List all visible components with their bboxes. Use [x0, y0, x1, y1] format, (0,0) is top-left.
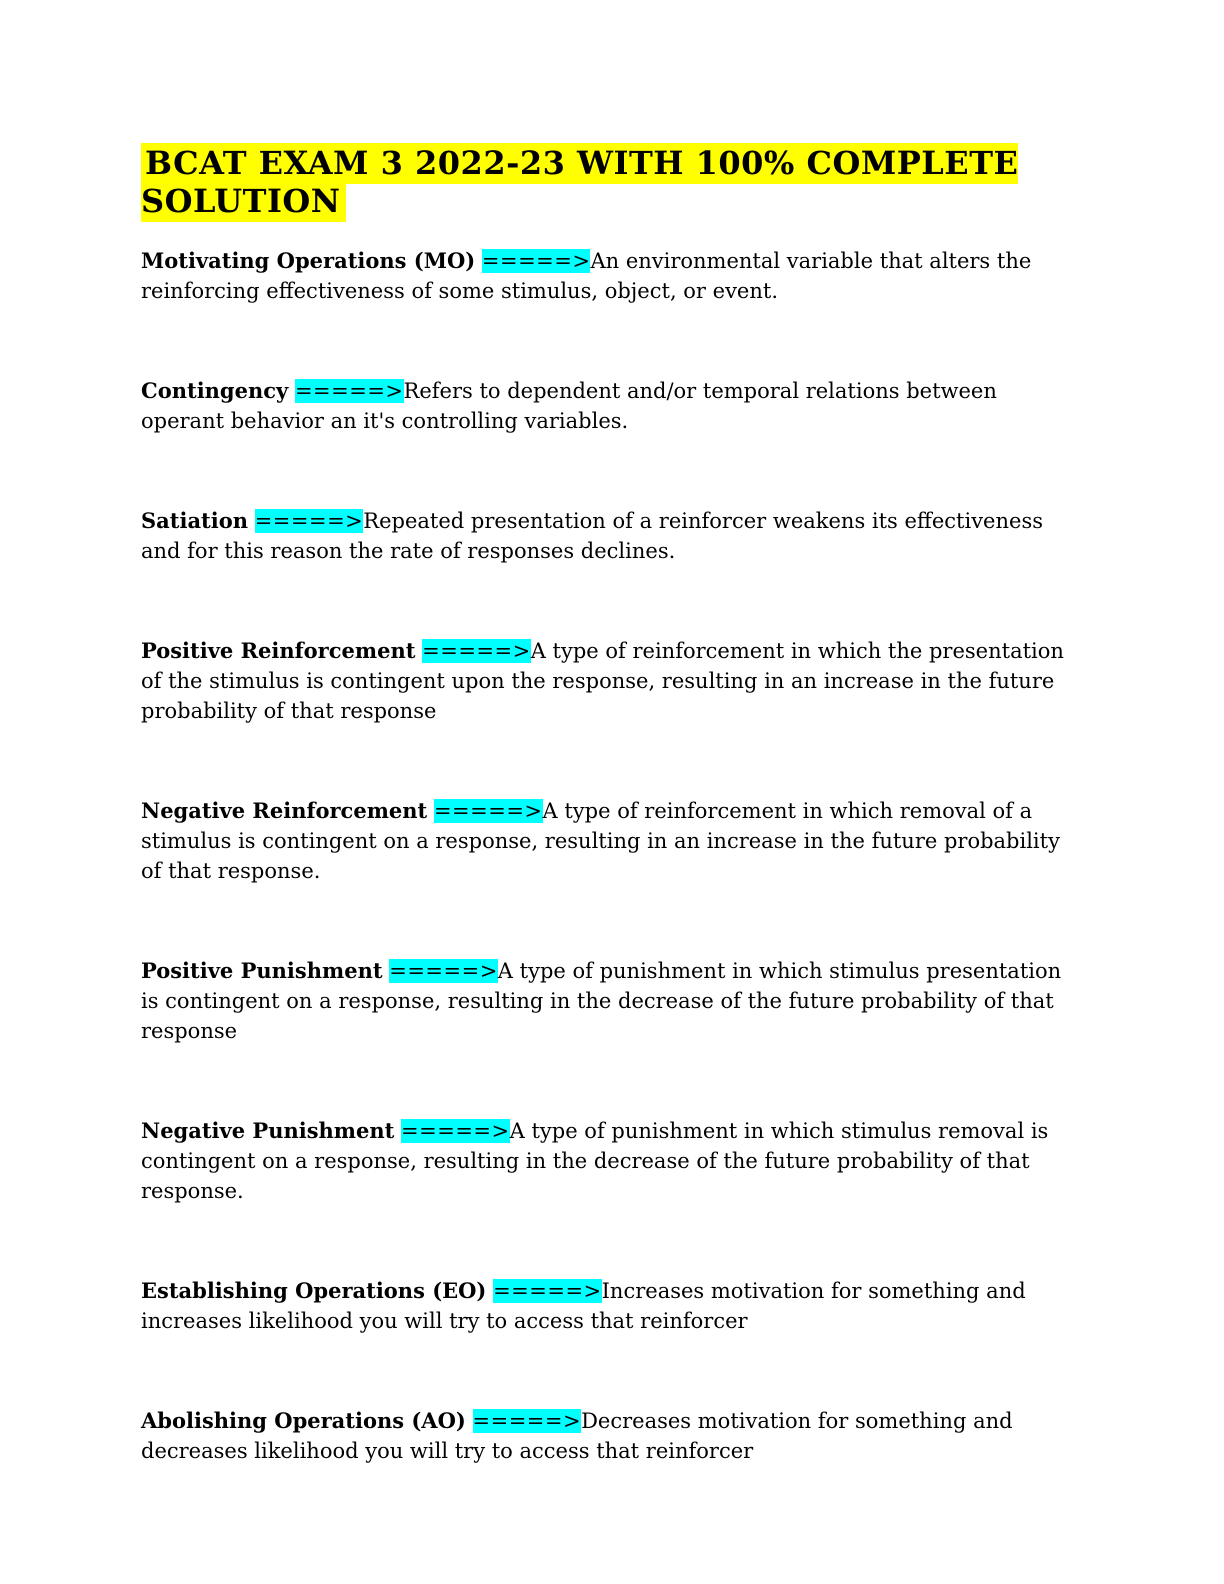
flashcard-entry: Contingency =====>Refers to dependent an… [141, 376, 1081, 436]
term-label: Satiation [141, 508, 249, 533]
page-title-highlighted-text: BCAT EXAM 3 2022-23 WITH 100% COMPLETE S… [141, 143, 1019, 222]
flashcard-entry: Abolishing Operations (AO) =====>Decreas… [141, 1406, 1081, 1466]
flashcard-entry: Motivating Operations (MO) =====>An envi… [141, 246, 1081, 306]
separator-arrow: =====> [481, 249, 591, 273]
definition-text: Refers to dependent and/or temporal rela… [141, 379, 997, 433]
definition-text: Increases motivation for something and i… [141, 1279, 1026, 1333]
term-label: Negative Punishment [141, 1118, 395, 1143]
term-label: Motivating Operations (MO) [141, 248, 476, 273]
separator-arrow: =====> [493, 1279, 602, 1303]
separator-arrow: =====> [433, 799, 543, 823]
flashcard-entry: Satiation =====>Repeated presentation of… [141, 506, 1081, 566]
separator-arrow: =====> [472, 1409, 582, 1433]
separator-arrow: =====> [254, 509, 364, 533]
flashcard-entry: Negative Punishment =====>A type of puni… [141, 1116, 1081, 1206]
flashcard-entries-list: Motivating Operations (MO) =====>An envi… [141, 246, 1081, 1466]
separator-arrow: =====> [294, 379, 404, 403]
page-title: BCAT EXAM 3 2022-23 WITH 100% COMPLETE S… [141, 143, 1080, 222]
definition-text: A type of punishment in which stimulus p… [141, 959, 1062, 1043]
term-label: Negative Reinforcement [141, 798, 428, 823]
separator-arrow: =====> [422, 639, 531, 663]
flashcard-entry: Negative Reinforcement =====>A type of r… [141, 796, 1081, 886]
term-label: Positive Punishment [141, 958, 383, 983]
flashcard-entry: Positive Reinforcement =====>A type of r… [141, 636, 1081, 726]
separator-arrow: =====> [401, 1119, 510, 1143]
definition-text: Repeated presentation of a reinforcer we… [141, 509, 1043, 563]
separator-arrow: =====> [389, 959, 498, 983]
definition-text: A type of reinforcement in which removal… [141, 799, 1060, 883]
term-label: Establishing Operations (EO) [141, 1278, 487, 1303]
definition-text: A type of punishment in which stimulus r… [141, 1119, 1049, 1203]
term-label: Positive Reinforcement [141, 638, 416, 663]
definition-text: Decreases motivation for something and d… [141, 1409, 1013, 1463]
term-label: Contingency [141, 378, 289, 403]
definition-text: An environmental variable that alters th… [141, 249, 1032, 303]
term-label: Abolishing Operations (AO) [141, 1408, 466, 1433]
flashcard-entry: Establishing Operations (EO) =====>Incre… [141, 1276, 1081, 1336]
flashcard-entry: Positive Punishment =====>A type of puni… [141, 956, 1081, 1046]
definition-text: A type of reinforcement in which the pre… [141, 639, 1064, 723]
